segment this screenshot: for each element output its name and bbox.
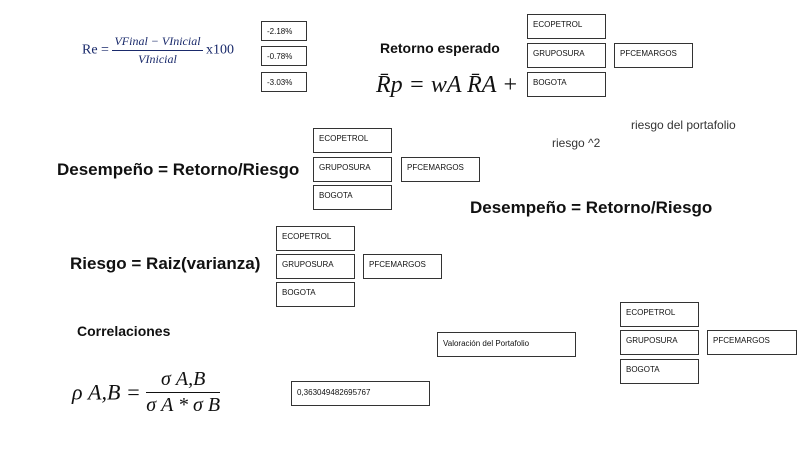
return-formula-lhs: Re = <box>82 42 109 58</box>
correlation-value-box[interactable]: 0,363049482695767 <box>291 381 430 406</box>
stock-box-ecopetrol-3[interactable]: ECOPETROL <box>276 226 355 251</box>
stock-box-gruposura-4[interactable]: GRUPOSURA <box>620 330 699 355</box>
correlation-denominator: σ A * σ B <box>146 394 221 416</box>
stock-box-pfcemargos-4[interactable]: PFCEMARGOS <box>707 330 797 355</box>
stock-box-bogota-2[interactable]: BOGOTA <box>313 185 392 210</box>
return-formula-suffix: x100 <box>206 42 235 58</box>
correlation-numerator: σ A,B <box>146 368 221 393</box>
stock-box-gruposura-1[interactable]: GRUPOSURA <box>527 43 606 68</box>
return-numerator: VFinal − VInicial <box>112 34 203 51</box>
return-fraction: VFinal − VInicial VInicial <box>112 34 203 67</box>
stock-box-pfcemargos-3[interactable]: PFCEMARGOS <box>363 254 442 279</box>
riesgo-raiz-heading: Riesgo = Raiz(varianza) <box>70 254 261 273</box>
stock-box-gruposura-2[interactable]: GRUPOSURA <box>313 157 392 182</box>
stock-box-ecopetrol-2[interactable]: ECOPETROL <box>313 128 392 153</box>
riesgo-cuadrado-label: riesgo ^2 <box>552 136 601 150</box>
return-formula: Re = VFinal − VInicial VInicial x100 <box>82 34 234 67</box>
return-box-3[interactable]: -3.03% <box>261 72 307 92</box>
correlation-formula-lhs: ρ A,B = <box>72 379 141 405</box>
return-box-2[interactable]: -0.78% <box>261 46 307 66</box>
stock-box-bogota-1[interactable]: BOGOTA <box>527 72 606 97</box>
stock-box-bogota-4[interactable]: BOGOTA <box>620 359 699 384</box>
stock-box-bogota-3[interactable]: BOGOTA <box>276 282 355 307</box>
stock-box-pfcemargos-1[interactable]: PFCEMARGOS <box>614 43 693 68</box>
stock-box-pfcemargos-2[interactable]: PFCEMARGOS <box>401 157 480 182</box>
correlation-formula: ρ A,B = σ A,B σ A * σ B <box>72 368 221 417</box>
riesgo-portafolio-label: riesgo del portafolio <box>631 118 736 132</box>
stock-box-ecopetrol-4[interactable]: ECOPETROL <box>620 302 699 327</box>
return-denominator: VInicial <box>138 52 177 66</box>
return-box-1[interactable]: -2.18% <box>261 21 307 41</box>
stock-box-gruposura-3[interactable]: GRUPOSURA <box>276 254 355 279</box>
desempeno-heading-2: Desempeño = Retorno/Riesgo <box>470 198 713 217</box>
correlation-fraction: σ A,B σ A * σ B <box>146 368 221 417</box>
desempeno-heading-1: Desempeño = Retorno/Riesgo <box>57 160 300 179</box>
retorno-esperado-heading: Retorno esperado <box>380 40 500 56</box>
correlaciones-heading: Correlaciones <box>77 323 171 339</box>
stock-box-ecopetrol-1[interactable]: ECOPETROL <box>527 14 606 39</box>
valoracion-portafolio-box[interactable]: Valoración del Portafolio <box>437 332 576 357</box>
expected-return-formula: R̄p = wA R̄A + <box>376 72 519 98</box>
